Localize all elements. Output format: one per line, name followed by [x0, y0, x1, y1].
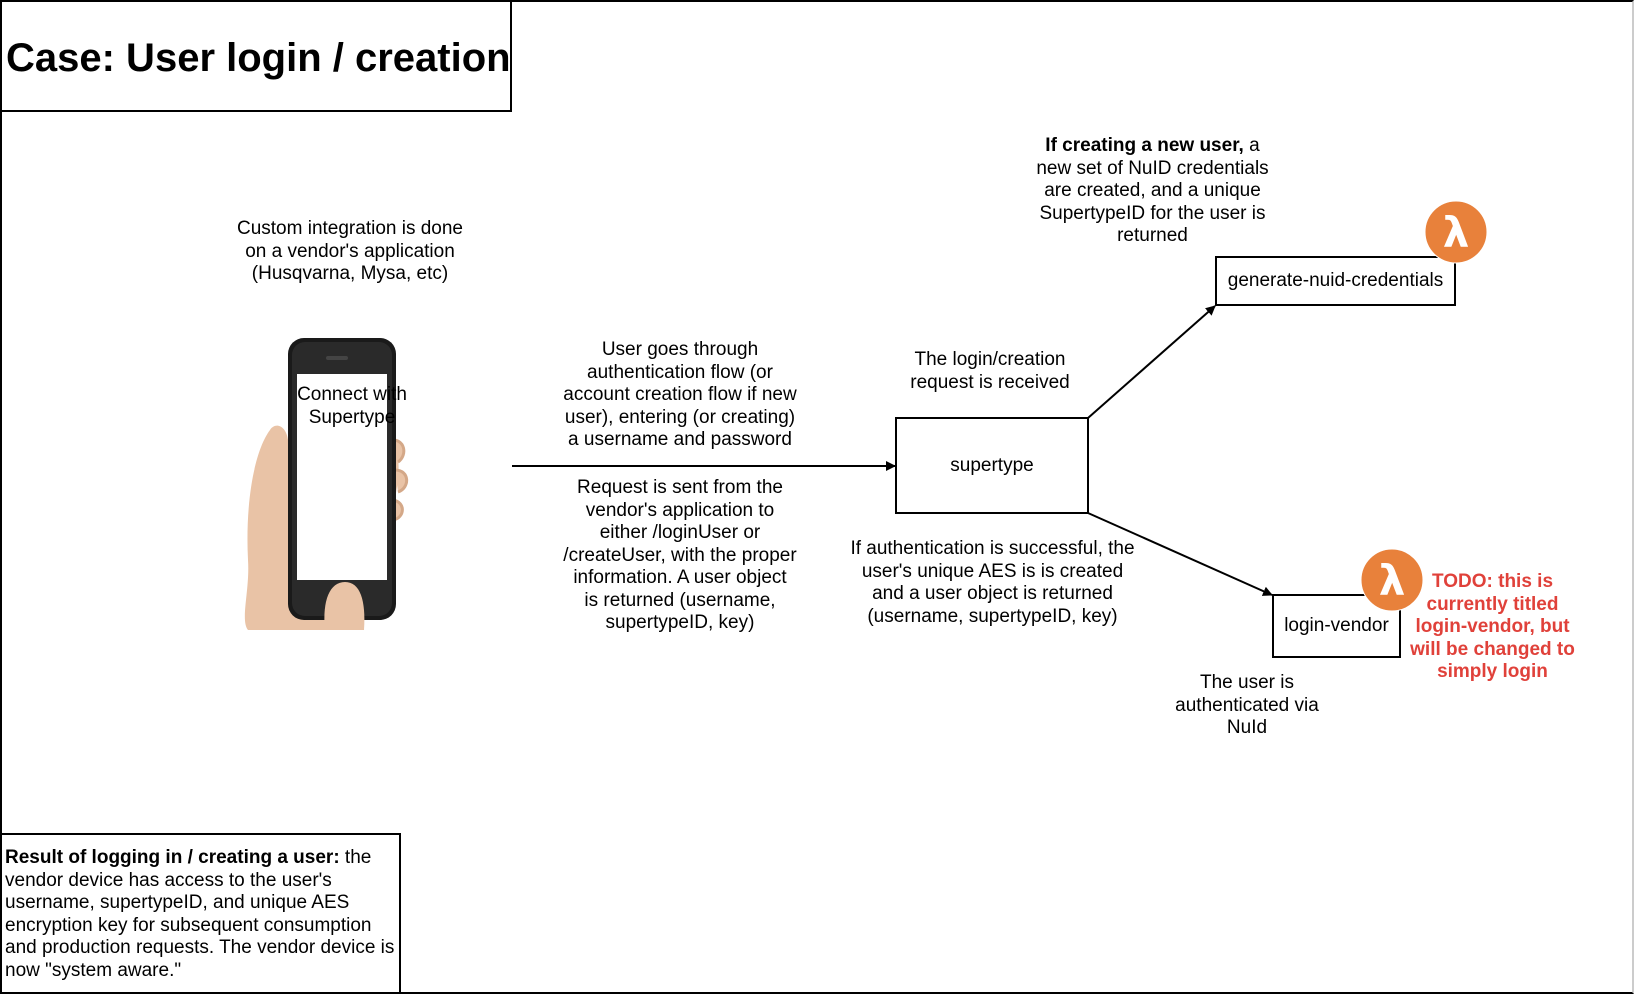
- note-line: returned: [1117, 225, 1188, 246]
- flow-line: Request is sent from the: [577, 477, 783, 498]
- phone-in-hand-icon: [244, 338, 409, 630]
- generate-node-label: generate-nuid-credentials: [1227, 270, 1444, 291]
- todo-line: will be changed to: [1410, 638, 1575, 660]
- note-line: (username, supertypeID, key): [867, 605, 1118, 627]
- generate-note-first-line: If creating a new user, a: [1010, 135, 1295, 158]
- arrow-to-login: [1087, 512, 1273, 596]
- flow-line: account creation flow if new: [563, 384, 797, 405]
- login-node-label: login-vendor: [1284, 615, 1389, 636]
- result-box: Result of logging in / creating a user: …: [0, 833, 401, 994]
- phone-caption-line: (Husqvarna, Mysa, etc): [251, 263, 449, 284]
- note-line: request is received: [910, 371, 1070, 393]
- phone-caption-line: on a vendor's application: [245, 240, 455, 262]
- lambda-icon: λ: [1360, 548, 1424, 612]
- title-box: Case: User login / creation: [0, 0, 512, 112]
- login-note-below: The user is authenticated via NuId: [1147, 672, 1347, 740]
- flow-line: supertypeID, key): [605, 612, 755, 633]
- flow-text-below: Request is sent from the vendor's applic…: [545, 477, 815, 635]
- flow-line: User goes through: [601, 339, 759, 360]
- todo-line: login-vendor, but: [1415, 616, 1570, 637]
- generate-nuid-credentials-node[interactable]: generate-nuid-credentials: [1215, 256, 1456, 306]
- result-bold: Result of logging in / creating a user:: [5, 847, 340, 868]
- flow-line: vendor's application to: [585, 499, 775, 521]
- flow-line: either /loginUser or: [599, 522, 761, 543]
- generate-note: If creating a new user, a new set of NuI…: [1010, 135, 1295, 248]
- note-line: If authentication is successful, the: [850, 538, 1135, 559]
- phone-caption: Custom integration is done on a vendor's…: [220, 218, 480, 286]
- svg-text:λ: λ: [1443, 208, 1470, 257]
- note-line: The user is: [1200, 672, 1294, 693]
- todo-line: TODO: this is: [1431, 571, 1554, 592]
- note-line: and a user object is returned: [872, 583, 1113, 604]
- flow-line: information. A user object: [573, 567, 787, 588]
- result-text: the vendor device has access to the user…: [5, 847, 395, 981]
- note-line: user's unique AES is is created: [861, 560, 1124, 582]
- flow-line: is returned (username,: [584, 589, 776, 611]
- note-line: are created, and a unique: [1044, 180, 1261, 201]
- lambda-icon: λ: [1424, 200, 1488, 264]
- generate-note-bold: If creating a new user,: [1045, 135, 1244, 156]
- phone-caption-line: Custom integration is done: [236, 218, 463, 239]
- note-line: SupertypeID for the user is: [1039, 202, 1266, 224]
- todo-line: simply login: [1437, 661, 1548, 682]
- flow-line: a username and password: [568, 429, 792, 450]
- svg-text:λ: λ: [1379, 556, 1406, 605]
- flow-line: user), entering (or creating): [564, 406, 796, 428]
- todo-note: TODO: this is currently titled login-ven…: [1400, 571, 1585, 684]
- note-line: The login/creation: [914, 349, 1066, 370]
- supertype-note-below: If authentication is successful, the use…: [835, 538, 1150, 628]
- phone-screen-line: Supertype: [308, 406, 396, 428]
- note-line: a: [1243, 135, 1260, 156]
- phone-screen-line: Connect with: [297, 384, 407, 405]
- flow-line: /createUser, with the proper: [563, 544, 797, 566]
- note-line: NuId: [1226, 717, 1268, 738]
- flow-text-above: User goes through authentication flow (o…: [545, 339, 815, 452]
- note-line: new set of NuID credentials: [1036, 157, 1269, 179]
- phone-screen-text[interactable]: Connect with Supertype: [287, 384, 417, 429]
- arrow-to-generate: [1087, 305, 1216, 419]
- supertype-node[interactable]: supertype: [895, 417, 1089, 514]
- todo-line: currently titled: [1426, 593, 1559, 615]
- flow-line: authentication flow (or: [587, 361, 773, 383]
- supertype-node-label: supertype: [950, 454, 1034, 476]
- note-line: authenticated via: [1175, 694, 1319, 716]
- supertype-note-above: The login/creation request is received: [880, 349, 1100, 394]
- diagram-title: Case: User login / creation: [6, 36, 511, 80]
